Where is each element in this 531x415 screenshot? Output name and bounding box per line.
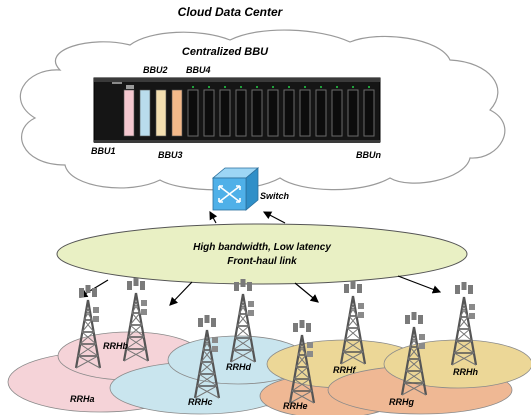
coverage-cells — [7, 331, 531, 415]
bbu-card-3 — [155, 89, 167, 137]
rrh-d-label: RRHd — [226, 362, 251, 372]
network-switch-icon — [211, 167, 260, 211]
bbu3-label: BBU3 — [158, 150, 183, 160]
cell-yellow-right — [383, 339, 531, 389]
rrh-f-label: RRHf — [333, 365, 356, 375]
rrh-g-label: RRHg — [389, 397, 414, 407]
rrh-b-label: RRHb — [103, 341, 128, 351]
bbu1-label: BBU1 — [91, 146, 116, 156]
server-rack-icon — [93, 77, 381, 143]
bbu4-label: BBU4 — [186, 65, 211, 75]
rrh-h-label: RRHh — [453, 367, 478, 377]
rrh-c-label: RRHc — [188, 397, 213, 407]
fronthaul-line2: Front-haul link — [227, 256, 297, 267]
bbun-label: BBUn — [356, 150, 381, 160]
bbu-card-4 — [171, 89, 183, 137]
fronthaul-line1: High bandwidth, Low latency — [193, 242, 331, 253]
rrh-e-label: RRHe — [283, 401, 308, 411]
switch-label: Switch — [260, 191, 290, 201]
bbu-card-2 — [139, 89, 151, 137]
diagram-title: Cloud Data Center — [178, 5, 284, 19]
bbu-card-1 — [123, 89, 135, 137]
centralized-bbu-label: Centralized BBU — [182, 46, 269, 58]
rrh-a-label: RRHa — [70, 394, 95, 404]
bbu2-label: BBU2 — [143, 65, 168, 75]
fronthaul-link-ellipse — [56, 223, 468, 285]
